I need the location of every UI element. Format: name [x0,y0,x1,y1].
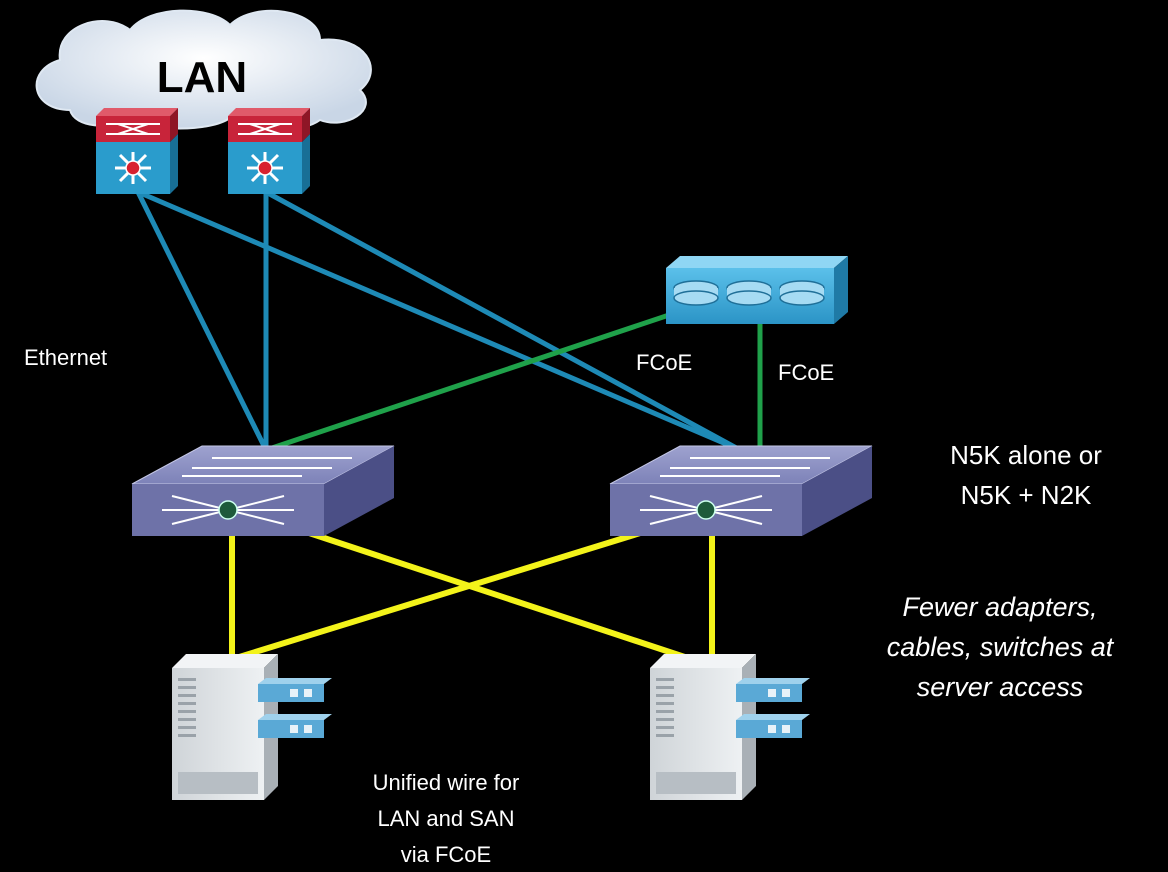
benefit-note-line-2: cables, switches at [887,632,1115,662]
benefit-note-line-3: server access [917,672,1084,702]
ethernet-link-sw2-n5k2 [263,189,743,453]
access-switch-caption-line-2: N5K + N2K [961,480,1092,510]
unified-wire-caption-line-2: LAN and SAN [378,806,515,831]
fcoe-links [263,309,763,453]
unified-wire-caption-line-3: via FCoE [401,842,491,867]
server-1-adapter-top [258,678,332,702]
nexus-switch-1 [131,445,395,536]
unified-links [207,527,715,669]
unified-link-n5k1-server2 [297,527,715,669]
server-2-adapter-bottom [736,714,810,738]
lan-switch-2 [228,108,310,194]
ethernet-link-sw1-n5k1 [135,189,269,453]
unified-link-n5k2-server1 [207,527,653,669]
lan-cloud-label: LAN [157,53,247,102]
access-switch-caption: N5K alone or N5K + N2K [950,440,1102,510]
ethernet-link-sw1-n5k2 [135,189,743,453]
server-2-adapter-top [736,678,810,702]
benefit-note: Fewer adapters, cables, switches at serv… [887,592,1115,702]
ethernet-label: Ethernet [24,345,107,370]
access-switch-caption-line-1: N5K alone or [950,440,1102,470]
server-2 [650,654,810,800]
lan-switch-1 [96,108,178,194]
ethernet-links [135,189,743,453]
lan-cloud: LAN [35,9,372,131]
fcoe-link-storage-n5k1 [263,309,681,453]
server-1-adapter-bottom [258,714,332,738]
unified-wire-caption: Unified wire for LAN and SAN via FCoE [373,770,520,867]
nexus-switch-2 [609,445,873,536]
fcoe-label-left: FCoE [636,350,692,375]
benefit-note-line-1: Fewer adapters, [902,592,1097,622]
server-1 [172,654,332,800]
unified-wire-caption-line-1: Unified wire for [373,770,520,795]
fcoe-label-right: FCoE [778,360,834,385]
storage-array [666,256,848,324]
